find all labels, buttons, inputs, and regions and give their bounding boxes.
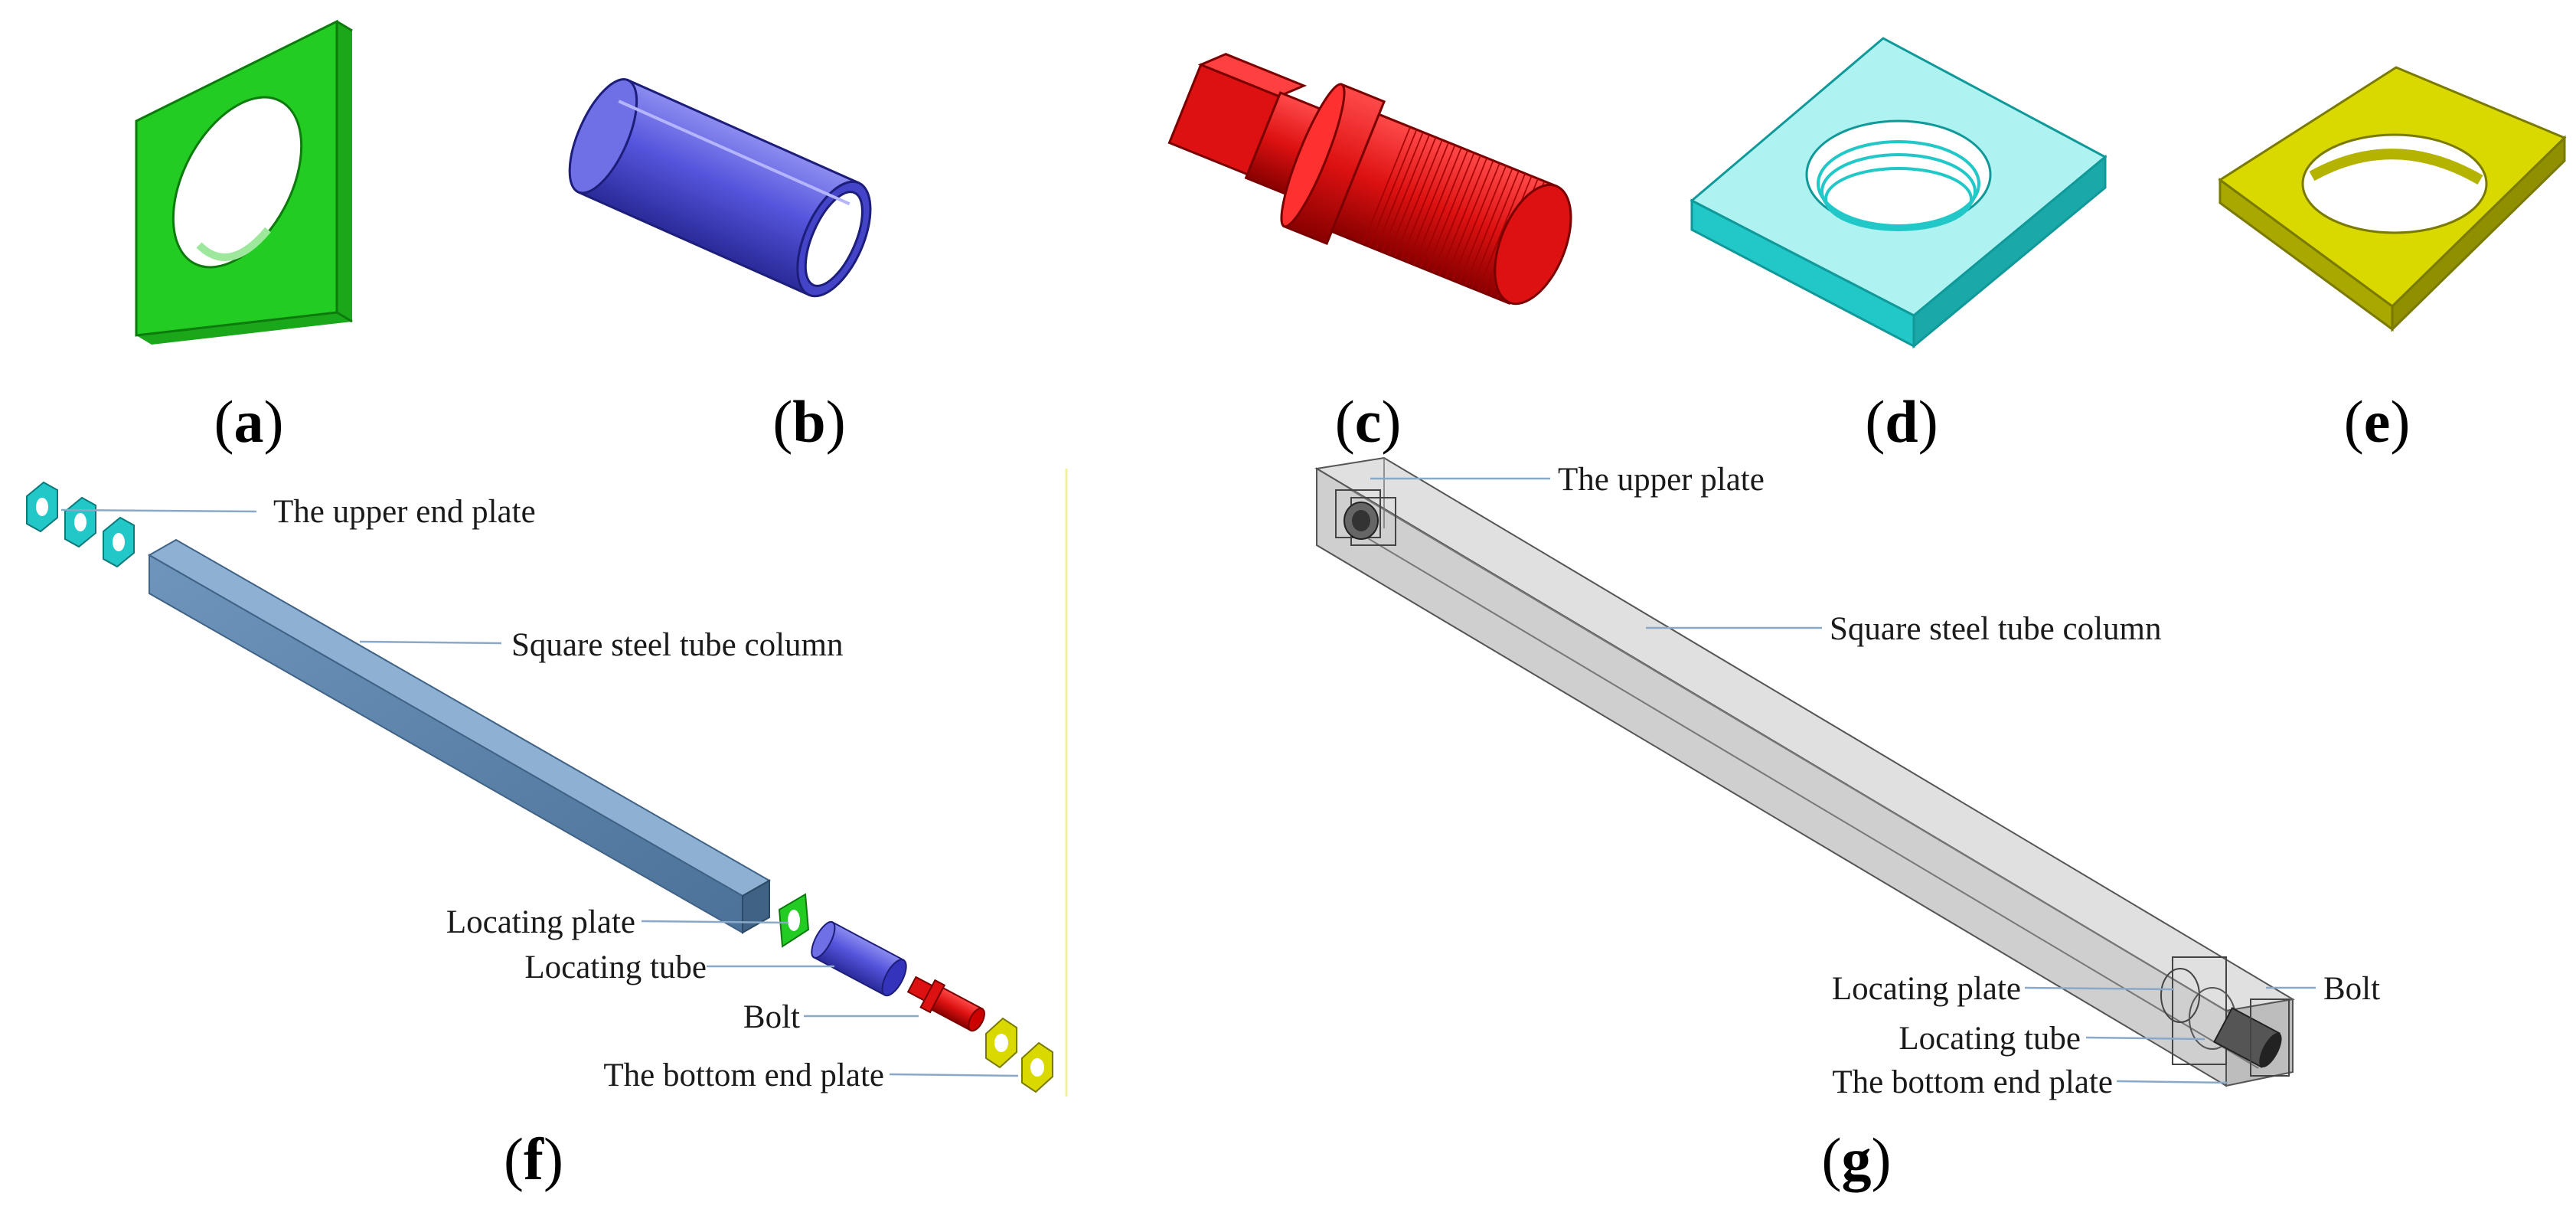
- part-e-bottom-end-plate: [2218, 66, 2567, 332]
- label-assembled-locating-tube: Locating tube: [1899, 1021, 2081, 1057]
- exploded-bottom-end-plates: [985, 1017, 1053, 1093]
- label-bolt: Bolt: [743, 999, 800, 1035]
- exploded-locating-plate: [778, 893, 810, 948]
- label-upper-end-plate: The upper end plate: [273, 494, 536, 530]
- part-c-bolt: [1167, 53, 1572, 306]
- panel-label-b: (b): [772, 388, 845, 455]
- exploded-upper-end-plates: [26, 481, 135, 568]
- leader-upper-end-plate: [60, 508, 257, 513]
- panel-label-g: (g): [1822, 1126, 1892, 1192]
- assembled-upper-plate-cluster: [1335, 489, 1396, 546]
- label-upper-plate: The upper plate: [1558, 462, 1765, 498]
- label-assembled-bottom-end-plate: The bottom end plate: [1832, 1064, 2113, 1100]
- label-assembled-square-tube: Square steel tube column: [1830, 611, 2161, 647]
- panel-label-c: (c): [1335, 388, 1402, 455]
- panel-label-e: (e): [2344, 388, 2411, 455]
- assembled-view: The upper plate Square steel tube column…: [1314, 456, 2380, 1100]
- label-assembled-locating-plate: Locating plate: [1832, 971, 2021, 1007]
- exploded-bolt: [906, 976, 985, 1032]
- leader-square-tube: [359, 640, 502, 645]
- label-bottom-end-plate: The bottom end plate: [603, 1057, 884, 1093]
- part-d-nut: [1690, 37, 2107, 349]
- exploded-view: The upper end plate Square steel tube co…: [26, 469, 1068, 1097]
- part-a-locating-plate: [135, 19, 353, 345]
- label-assembled-bolt: Bolt: [2323, 971, 2380, 1007]
- part-b-locating-tube: [568, 78, 872, 298]
- label-square-tube-column: Square steel tube column: [511, 627, 843, 663]
- leader-locating-plate: [641, 920, 789, 924]
- exploded-square-tube-column: [147, 538, 772, 934]
- panel-label-f: (f): [504, 1126, 563, 1192]
- panel-label-d: (d): [1865, 388, 1938, 455]
- label-locating-tube: Locating tube: [524, 949, 707, 985]
- leader-assembled-locating-plate: [2024, 986, 2175, 991]
- leader-bottom-end-plate: [889, 1073, 1019, 1077]
- panel-label-a: (a): [214, 388, 284, 455]
- leader-assembled-bottom-end-plate: [2116, 1080, 2228, 1084]
- label-locating-plate: Locating plate: [446, 904, 635, 940]
- exploded-locating-tube: [811, 920, 907, 997]
- assembled-bottom-cluster: [2160, 956, 2290, 1077]
- leader-assembled-locating-tube: [2085, 1036, 2205, 1041]
